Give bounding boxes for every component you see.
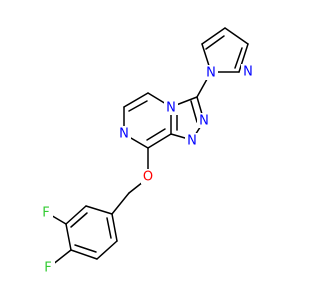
bond	[65, 205, 87, 225]
molecule-structure-diagram: N N N N N N O F F	[39, 27, 255, 276]
bond	[128, 100, 148, 112]
bond	[111, 213, 118, 242]
bond	[146, 128, 166, 141]
atom-label: F	[42, 206, 49, 221]
bond	[201, 27, 226, 45]
bond	[70, 212, 88, 228]
bond	[96, 240, 118, 260]
atom-label: N	[166, 101, 176, 116]
atom-label: N	[243, 65, 253, 80]
bond	[111, 192, 130, 215]
bond	[224, 27, 249, 45]
pyrazole-ring	[201, 27, 249, 73]
atom-N-triazole-4: N	[164, 100, 178, 116]
atom-label: O	[143, 170, 153, 185]
atom-N-pyrazole-2: N	[241, 64, 255, 80]
bond	[205, 35, 225, 50]
bond	[190, 100, 198, 123]
atom-label: N	[119, 127, 129, 142]
bond	[85, 205, 113, 215]
bond	[74, 244, 97, 253]
atom-label: N	[187, 134, 197, 149]
pyrazine-ring	[123, 92, 172, 149]
bond	[147, 133, 172, 149]
bond	[65, 223, 72, 251]
atom-label: N	[206, 66, 216, 81]
atom-N-triazole-1: N	[185, 133, 199, 149]
atom-label: F	[44, 261, 51, 276]
atom-N-triazole-2: N	[197, 113, 211, 129]
bond	[234, 47, 243, 69]
difluorophenyl-ring	[48, 205, 118, 266]
bond	[238, 43, 249, 73]
atom-F-4: F	[41, 260, 55, 276]
atom-N-pyrazine-7: N	[117, 126, 131, 142]
atom-label: N	[199, 114, 209, 129]
atom-O-ether: O	[141, 169, 155, 185]
bond	[106, 217, 112, 239]
bond	[70, 249, 98, 260]
bond	[123, 92, 149, 108]
atom-N-pyrazole-1: N	[204, 65, 218, 81]
atom-F-3: F	[39, 205, 53, 221]
bond	[51, 249, 72, 266]
